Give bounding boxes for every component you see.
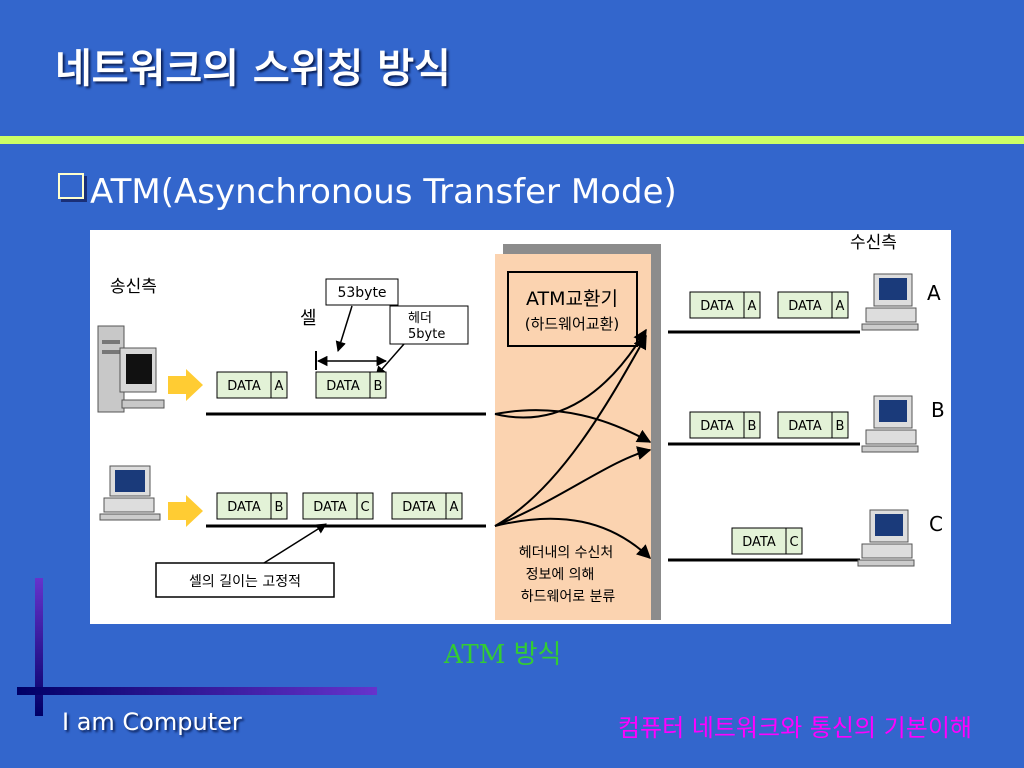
- cell-header-text: B: [748, 419, 757, 434]
- sender-label: 송신측: [110, 277, 157, 297]
- data-cells: DATA A DATA B DATA B DATA C DATA A DATA A DATA A DATA B…: [216, 291, 849, 555]
- receiver-b-name: B: [931, 398, 945, 422]
- header-size-box: [389, 305, 469, 345]
- receiver-a-cell-0: DATA A: [689, 291, 761, 319]
- cell-data-text: DATA: [402, 500, 436, 515]
- switch-note-line-1: 헤더내의 수신처: [519, 545, 614, 561]
- cell-data-text: DATA: [227, 379, 261, 394]
- sender1-send-arrow-icon: [168, 369, 203, 401]
- cell-data-text: DATA: [788, 419, 822, 434]
- slide-title: 네트워크의 스위칭 방식: [55, 46, 451, 92]
- receiver-b-cell-0: DATA B: [689, 411, 761, 439]
- path-s1-to-a: [494, 328, 647, 419]
- cell-header-text: B: [836, 419, 845, 434]
- figure-caption: ATM 방식: [444, 640, 562, 670]
- receiver-b-computer-icon: [861, 395, 919, 453]
- cell-data-text: DATA: [788, 299, 822, 314]
- cell-header-text: B: [275, 500, 284, 515]
- path-s2-to-c: [494, 517, 652, 559]
- cell-data-text: DATA: [700, 299, 734, 314]
- decor-vertical-bar: [35, 578, 43, 716]
- receiver-c-name: C: [929, 512, 943, 536]
- switch-label-box: [507, 271, 638, 347]
- sender2-cell-1: DATA C: [302, 492, 374, 520]
- cell-label: 셀: [300, 308, 317, 329]
- cell-header-text: A: [275, 379, 284, 394]
- switch-title: ATM교환기: [526, 288, 618, 310]
- receiver-a-name: A: [927, 281, 941, 305]
- atm-diagram: ATM교환기 (하드웨어교환) 헤더내의 수신처 정보에 의해 하드웨어로 분류…: [90, 230, 951, 624]
- receiver-a-computer-icon: [861, 273, 919, 331]
- cell-header-text: A: [748, 299, 757, 314]
- sender2-cell-0: DATA B: [216, 492, 288, 520]
- switch-note-line-3: 하드웨어로 분류: [521, 589, 616, 605]
- cell-data-text: DATA: [313, 500, 347, 515]
- checkbox-bullet-icon: [58, 173, 84, 199]
- receiver-label: 수신측: [850, 233, 897, 253]
- cell-data-text: DATA: [742, 535, 776, 550]
- decor-horizontal-bar: [17, 687, 377, 695]
- receiver-c-computer-icon: [857, 509, 915, 567]
- sender-tower-computer-icon: [97, 325, 165, 413]
- sender1-cell-1: DATA B: [315, 371, 387, 399]
- fixed-length-pointer: [263, 523, 327, 564]
- receiver-a-cell-1: DATA A: [777, 291, 849, 319]
- path-s2-to-a: [494, 334, 647, 527]
- switch-note-line-2: 정보에 의해: [526, 567, 595, 583]
- cell-header-text: B: [374, 379, 383, 394]
- header-size-text: 5byte: [408, 327, 445, 342]
- cell-data-text: DATA: [700, 419, 734, 434]
- atm-diagram-svg: ATM교환기 (하드웨어교환) 헤더내의 수신처 정보에 의해 하드웨어로 분류…: [97, 233, 945, 620]
- sender2-cell-2: DATA A: [391, 492, 463, 520]
- cell-data-text: DATA: [227, 500, 261, 515]
- cell-header-text: C: [360, 500, 369, 515]
- title-divider: [0, 136, 1024, 144]
- sender2-send-arrow-icon: [168, 495, 203, 527]
- bullet-item: ATM(Asynchronous Transfer Mode): [58, 172, 677, 212]
- sender1-cell-0: DATA A: [216, 371, 288, 399]
- cell-size-pointer: [335, 305, 353, 353]
- cell-data-text: DATA: [326, 379, 360, 394]
- cell-size-text: 53byte: [337, 285, 386, 301]
- cell-header-text: A: [836, 299, 845, 314]
- path-s1-to-b: [494, 409, 652, 443]
- header-label: 헤더: [408, 311, 432, 326]
- footer-left-text: I am Computer: [62, 708, 242, 736]
- path-s2-to-b: [494, 446, 652, 527]
- cell-header-text: C: [789, 535, 798, 550]
- bullet-text: ATM(Asynchronous Transfer Mode): [90, 172, 677, 212]
- footer-right-text: 컴퓨터 네트워크와 통신의 기본이해: [617, 714, 972, 742]
- header-pointer: [375, 343, 405, 377]
- fixed-length-note: 셀의 길이는 고정적: [189, 574, 301, 590]
- cell-size-box: [325, 278, 399, 306]
- receiver-c-cell-0: DATA C: [731, 527, 803, 555]
- cell-header-text: A: [450, 500, 459, 515]
- receiver-b-cell-1: DATA B: [777, 411, 849, 439]
- switch-subtitle: (하드웨어교환): [525, 315, 620, 333]
- fixed-length-box: [155, 562, 335, 598]
- sender-desktop-computer-icon: [99, 465, 161, 521]
